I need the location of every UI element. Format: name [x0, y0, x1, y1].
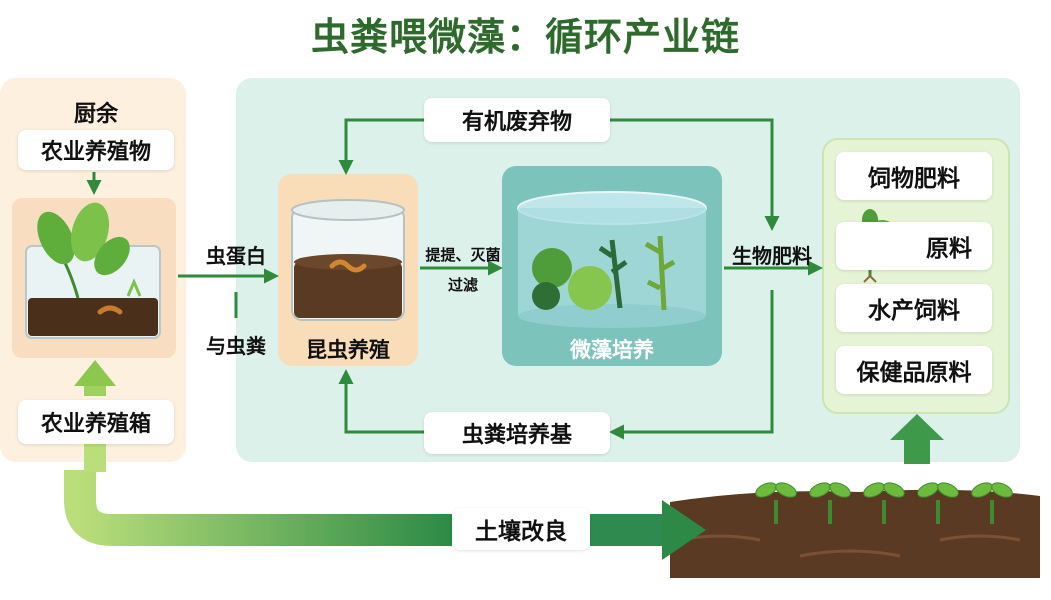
- algae-culture-label: 微藻培养: [570, 338, 654, 362]
- soil-improvement-arrow: [64, 470, 706, 560]
- insect-farming-label: 昆虫养殖: [306, 338, 390, 362]
- soil-illustration: [670, 482, 1040, 578]
- diagram-title: 虫粪喂微藻：循环产业链: [310, 15, 740, 59]
- bio-fertilizer-label: 生物肥料: [732, 244, 812, 268]
- up-arrow-farming: [74, 360, 116, 472]
- output-health-raw: 保健品原料: [836, 346, 992, 394]
- up-arrow-output: [890, 414, 944, 464]
- extract-label-line1: 提提、灭菌: [425, 246, 501, 264]
- output-aquatic-feed: 水产饲料: [836, 284, 992, 332]
- frass-medium-label: 虫粪培养基: [424, 412, 610, 454]
- extract-label-line2: 过滤: [447, 276, 478, 294]
- flow-arrows: [86, 118, 823, 440]
- output-raw-material: 原料: [836, 222, 992, 270]
- organic-waste-label: 有机废弃物: [424, 98, 610, 142]
- insect-jar-illustration: [278, 174, 418, 366]
- kitchen-waste-label: 厨余: [73, 102, 118, 127]
- insect-protein-label: 虫蛋白: [206, 244, 266, 268]
- agri-input-label: 农业养殖物: [18, 130, 174, 170]
- farming-box-label: 农业养殖箱: [18, 400, 174, 444]
- output-feed-fertilizer: 饲物肥料: [836, 152, 992, 200]
- farming-box-illustration: [12, 198, 176, 358]
- frass-label: 与虫粪: [206, 334, 266, 358]
- algae-tank-illustration: [502, 166, 722, 366]
- soil-improvement-label: 土壤改良: [452, 508, 590, 550]
